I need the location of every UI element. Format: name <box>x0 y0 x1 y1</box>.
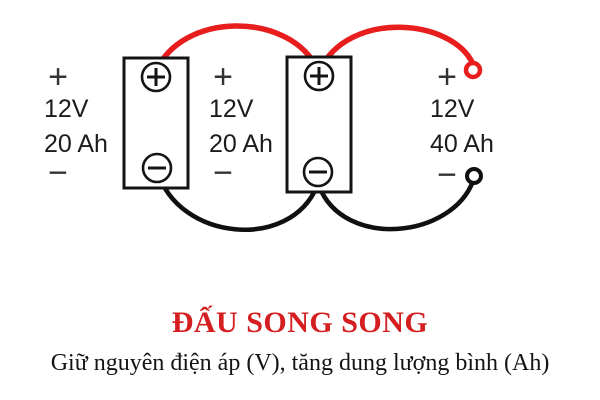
positive-wire-battery1-to-battery2 <box>153 23 321 75</box>
output-negative-lead-terminal <box>465 167 483 185</box>
positive-wire-battery2-to-output <box>317 24 476 73</box>
negative-wire-battery1-to-battery2 <box>155 169 320 232</box>
battery-1-minus-label: − <box>48 154 68 192</box>
output-voltage-label: 12V <box>430 95 475 123</box>
battery-1-positive-terminal <box>140 61 172 93</box>
output-capacity-label: 40 Ah <box>430 130 494 158</box>
battery-2-minus-label: − <box>213 154 233 192</box>
battery-2-plus-label: + <box>213 58 233 96</box>
output-label-group: + 12V 40 Ah − <box>430 58 494 194</box>
negative-wire-battery2-to-output <box>316 178 476 232</box>
battery-1-capacity-label: 20 Ah <box>44 130 108 158</box>
battery-1-label-group: + 12V 20 Ah − <box>44 58 108 192</box>
battery-1-plus-label: + <box>48 58 68 96</box>
caption-subtitle: Giữ nguyên điện áp (V), tăng dung lượng … <box>51 350 550 376</box>
battery-2-voltage-label: 12V <box>209 95 254 123</box>
output-plus-label: + <box>437 58 457 96</box>
battery-2-label-group: + 12V 20 Ah − <box>209 58 273 192</box>
output-positive-lead-terminal <box>463 60 483 80</box>
battery-1-voltage-label: 12V <box>44 95 89 123</box>
battery-1-negative-terminal <box>141 152 173 184</box>
battery-2-positive-terminal <box>303 60 335 92</box>
battery-1 <box>122 56 190 190</box>
battery-2-capacity-label: 20 Ah <box>209 130 273 158</box>
battery-2-negative-terminal <box>302 156 334 188</box>
caption-title: ĐẤU SONG SONG <box>172 305 429 339</box>
battery-2 <box>285 55 353 194</box>
output-minus-label: − <box>437 156 457 194</box>
